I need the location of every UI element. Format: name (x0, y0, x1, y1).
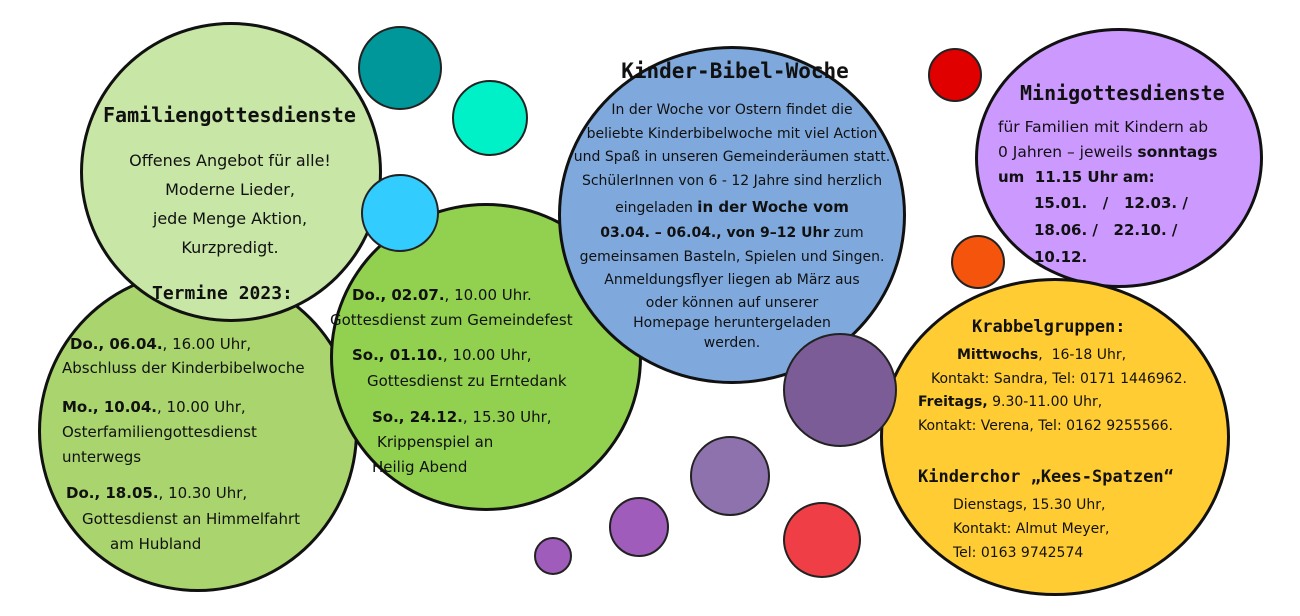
aqua-bubble (452, 80, 528, 156)
kibiwo-text: In der Woche vor Ostern findet die belie… (562, 99, 902, 353)
termin-item: Mo., 10.04., 10.00 Uhr, (62, 398, 246, 416)
mini-circle (975, 28, 1263, 288)
kibiwo-line: werden. (703, 334, 761, 351)
kinderchor-title: Kinderchor „Kees-Spatzen“ (918, 467, 1174, 487)
kibiwo-line: Anmeldungsflyer liegen ab März aus (604, 272, 860, 288)
kibiwo-line: Homepage heruntergeladen (633, 314, 831, 331)
termin-desc: am Hubland (110, 535, 202, 553)
kibiwo-line: In der Woche vor Ostern findet die (611, 102, 853, 118)
mini-line: für Familien mit Kindern ab (998, 118, 1209, 136)
termin-item: So., 01.10., 10.00 Uhr, (352, 346, 532, 364)
termin-desc: Krippenspiel an (377, 433, 494, 451)
termin-desc: Heilig Abend (372, 458, 468, 476)
termin-item: Do., 06.04., 16.00 Uhr, (70, 335, 252, 353)
termin-item: Do., 18.05., 10.30 Uhr, (66, 484, 248, 502)
kinderchor-line: Dienstags, 15.30 Uhr, (953, 497, 1106, 513)
kibiwo-line: oder können auf unserer (645, 294, 819, 311)
kibiwo-title: Kinder-Bibel-Woche (621, 59, 849, 83)
krabbel-title: Krabbelgruppen: (972, 317, 1126, 337)
termin-desc: Osterfamiliengottesdienst (62, 423, 257, 441)
termin-desc: Gottesdienst an Himmelfahrt (82, 510, 301, 528)
familien-line: Offenes Angebot für alle! (129, 151, 331, 170)
orange-bubble (951, 235, 1005, 289)
termin-desc: Gottesdienst zu Erntedank (367, 372, 567, 390)
kibiwo-line: beliebte Kinderbibelwoche mit viel Actio… (586, 125, 878, 142)
kibiwo-line: und Spaß in unseren Gemeinderäumen statt… (573, 149, 891, 165)
termin-desc: Abschluss der Kinderbibelwoche (62, 359, 305, 377)
termine-title: Termine 2023: (152, 283, 293, 304)
kibiwo-line: gemeinsamen Basteln, Spielen und Singen. (579, 248, 885, 265)
termin-item: So., 24.12., 15.30 Uhr, (372, 408, 552, 426)
krabbel-circle (880, 278, 1230, 596)
familien-line: Kurzpredigt. (181, 238, 279, 257)
mini-dates: 15.01. / 12.03. / (1034, 194, 1188, 212)
familien-text: Offenes Angebot für alle! Moderne Lieder… (100, 146, 360, 262)
familien-title: Familiengottesdienste (103, 103, 356, 127)
red-bubble-bottom (783, 502, 861, 578)
krabbel-line: Kontakt: Verena, Tel: 0162 9255566. (918, 418, 1173, 434)
krabbel-line: Freitags, 9.30-11.00 Uhr, (918, 394, 1103, 410)
teal-bubble (358, 26, 442, 110)
mini-dates: 18.06. / 22.10. / (1034, 221, 1178, 239)
lavender-bubble (690, 436, 770, 516)
kibiwo-line: eingeladen in der Woche vom (615, 198, 849, 216)
kinderchor-line: Tel: 0163 9742574 (953, 545, 1084, 561)
cyan-bubble (361, 174, 439, 252)
purple-bubble-large (783, 333, 897, 447)
small-violet-bubble (534, 537, 572, 575)
kibiwo-line: 03.04. – 06.04., von 9–12 Uhr zum (600, 225, 864, 241)
red-bubble-top (928, 48, 982, 102)
violet-bubble (609, 497, 669, 557)
termin-desc: unterwegs (62, 448, 142, 466)
kibiwo-line: SchülerInnen von 6 - 12 Jahre sind herzl… (581, 172, 883, 189)
termin-desc: Gottesdienst zum Gemeindefest (330, 311, 573, 329)
familien-line: jede Menge Aktion, (152, 209, 308, 228)
krabbel-line: Mittwochs, 16-18 Uhr, (957, 347, 1127, 363)
mini-title: Minigottesdienste (1020, 81, 1225, 105)
krabbel-line: Kontakt: Sandra, Tel: 0171 1446962. (931, 371, 1187, 387)
termine-left-circle (38, 270, 358, 592)
kinderchor-line: Kontakt: Almut Meyer, (953, 521, 1110, 537)
familien-line: Moderne Lieder, (165, 180, 295, 199)
mini-dates: 10.12. (1034, 248, 1088, 266)
termin-item: Do., 02.07., 10.00 Uhr. (352, 286, 532, 304)
kibiwo-circle (558, 46, 906, 384)
familien-circle (80, 22, 382, 322)
mini-line: 0 Jahren – jeweils sonntags (998, 143, 1218, 161)
mini-line: um 11.15 Uhr am: (998, 168, 1155, 186)
